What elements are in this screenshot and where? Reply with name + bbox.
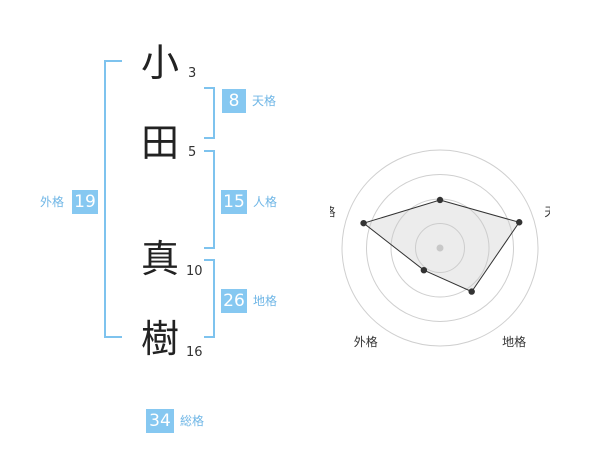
radar-point-5 — [360, 219, 367, 227]
radar-ring-1 — [415, 223, 465, 273]
name-char-3: 真 — [140, 237, 179, 281]
soukaku-score: 34 — [146, 409, 174, 433]
gaikaku-bracket — [104, 60, 122, 338]
radar-point-1 — [436, 196, 444, 204]
radar-label-4: 外格 — [354, 334, 378, 349]
soukaku-label: 総格 — [180, 414, 205, 428]
jinkaku-label: 人格 — [253, 195, 278, 209]
jinkaku-bracket — [204, 150, 215, 249]
radar-label-3: 地格 — [502, 334, 526, 349]
radar-point-3 — [468, 288, 475, 295]
name-char-2: 田 — [140, 121, 179, 165]
chikaku-bracket — [204, 259, 215, 338]
radar-center — [436, 244, 444, 252]
radar-point-4 — [420, 266, 428, 274]
tenkaku-label: 天格 — [252, 94, 277, 108]
gaikaku-label: 外格 — [40, 195, 65, 209]
stroke-count-2: 5 — [188, 145, 197, 160]
tenkaku-score: 8 — [222, 89, 246, 113]
radar-ring-4 — [341, 149, 539, 347]
tenkaku-bracket — [204, 87, 215, 139]
stroke-count-4: 16 — [186, 345, 203, 360]
chikaku-label: 地格 — [253, 294, 278, 308]
radar-label-5: 人格 — [330, 204, 336, 219]
radar-label-2: 天格 — [544, 204, 550, 219]
stroke-count-3: 10 — [186, 264, 203, 279]
radar-ring-3 — [366, 174, 514, 322]
radar-chart: 総格天格地格外格人格 — [330, 149, 550, 349]
radar-point-2 — [516, 219, 523, 226]
name-char-1: 小 — [140, 41, 179, 85]
gaikaku-score: 19 — [72, 190, 98, 214]
jinkaku-score: 15 — [221, 190, 247, 214]
stroke-count-1: 3 — [188, 66, 197, 81]
chikaku-score: 26 — [221, 289, 247, 313]
name-char-4: 樹 — [140, 317, 179, 361]
